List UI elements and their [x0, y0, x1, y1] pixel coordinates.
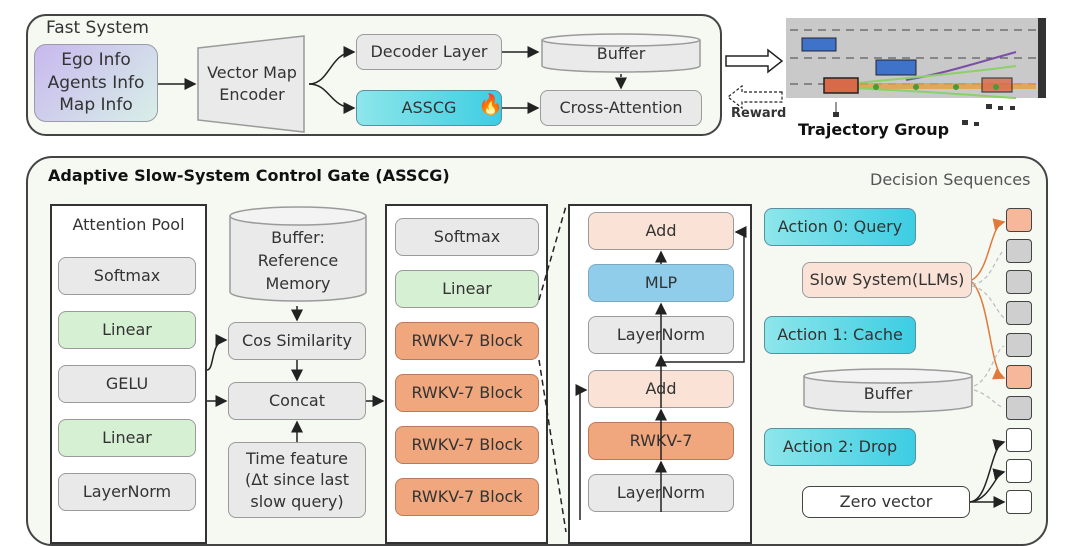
time-feature-line-2: (Δt since last	[244, 470, 350, 490]
seq-cell-4	[1006, 301, 1032, 325]
vector-map-encoder-label: Vector Map Encoder	[196, 62, 308, 105]
asscg-title: Adaptive Slow-System Control Gate (ASSCG…	[48, 166, 450, 185]
buffer-cylinder-top	[541, 33, 701, 73]
cos-similarity-box: Cos Similarity	[228, 322, 366, 360]
reference-memory-label: Buffer: Reference Memory	[228, 226, 368, 296]
vector-map-encoder-shape	[197, 35, 305, 133]
encoder-line-1: Vector Map	[207, 63, 297, 82]
seq-cell-5	[1006, 333, 1032, 357]
rwkv-block-3: RWKV-7 Block	[395, 426, 539, 464]
memory-line-2: Reference	[257, 251, 339, 271]
rwkv-block-1: RWKV-7 Block	[395, 322, 539, 360]
asscg-connectors	[206, 205, 1006, 532]
input-info-box: Ego Info Agents Info Map Info	[34, 44, 158, 122]
pool-linear-2: Linear	[58, 419, 196, 457]
detail-add-top: Add	[588, 212, 734, 250]
action-buffer-cylinder	[803, 368, 973, 413]
concat-box: Concat	[228, 382, 366, 420]
pool-gelu: GELU	[58, 365, 196, 403]
memory-line-1: Buffer:	[271, 228, 325, 247]
action-cache-box: Action 1: Cache	[764, 316, 916, 354]
fast-system-arrows	[158, 46, 784, 114]
action-drop-box: Action 2: Drop	[764, 428, 916, 466]
rwkv-block-2: RWKV-7 Block	[395, 374, 539, 412]
seq-cell-3	[1006, 270, 1032, 294]
asscg-box: ASSCG	[356, 90, 502, 126]
cross-attention-box: Cross-Attention	[540, 90, 702, 126]
pool-layernorm: LayerNorm	[58, 473, 196, 511]
pool-softmax: Softmax	[58, 257, 196, 295]
buffer-top-label: Buffer	[596, 44, 646, 63]
time-feature-line-1: Time feature	[245, 448, 348, 468]
input-agents-info: Agents Info	[47, 72, 145, 93]
detail-mlp: MLP	[588, 264, 734, 302]
seq-cell-7	[1006, 396, 1032, 420]
seq-cell-6	[1006, 365, 1032, 389]
decoder-layer-box: Decoder Layer	[356, 34, 502, 70]
action-buffer-label: Buffer	[863, 384, 913, 403]
fast-system-title: Fast System	[46, 18, 149, 38]
seq-cell-8	[1006, 428, 1032, 452]
time-feature-line-3: slow query)	[250, 491, 344, 511]
input-map-info: Map Info	[59, 95, 133, 116]
input-ego-info: Ego Info	[61, 49, 131, 70]
fire-icon: 🔥	[478, 94, 503, 116]
rwkv-block-4: RWKV-7 Block	[395, 478, 539, 516]
trajectory-image	[786, 18, 1046, 126]
reference-memory-cylinder	[229, 206, 367, 302]
seq-cell-10	[1006, 490, 1032, 514]
action-query-box: Action 0: Query	[764, 208, 916, 246]
time-feature-box: Time feature (Δt since last slow query)	[228, 442, 366, 518]
pool-linear-1: Linear	[58, 311, 196, 349]
trajectory-group-label: Trajectory Group	[798, 120, 950, 139]
reward-label: Reward	[731, 106, 787, 121]
seq-cell-2	[1006, 239, 1032, 263]
attention-pool-title: Attention Pool	[72, 215, 185, 234]
seq-cell-1	[1006, 208, 1032, 232]
zero-vector-box: Zero vector	[802, 486, 970, 518]
decision-sequences-label: Decision Sequences	[870, 170, 1031, 189]
stack-softmax: Softmax	[395, 218, 539, 256]
slow-system-box: Slow System(LLMs)	[802, 262, 972, 298]
encoder-line-2: Encoder	[219, 84, 285, 104]
seq-cell-9	[1006, 459, 1032, 483]
memory-line-3: Memory	[265, 274, 331, 294]
stack-linear: Linear	[395, 270, 539, 308]
